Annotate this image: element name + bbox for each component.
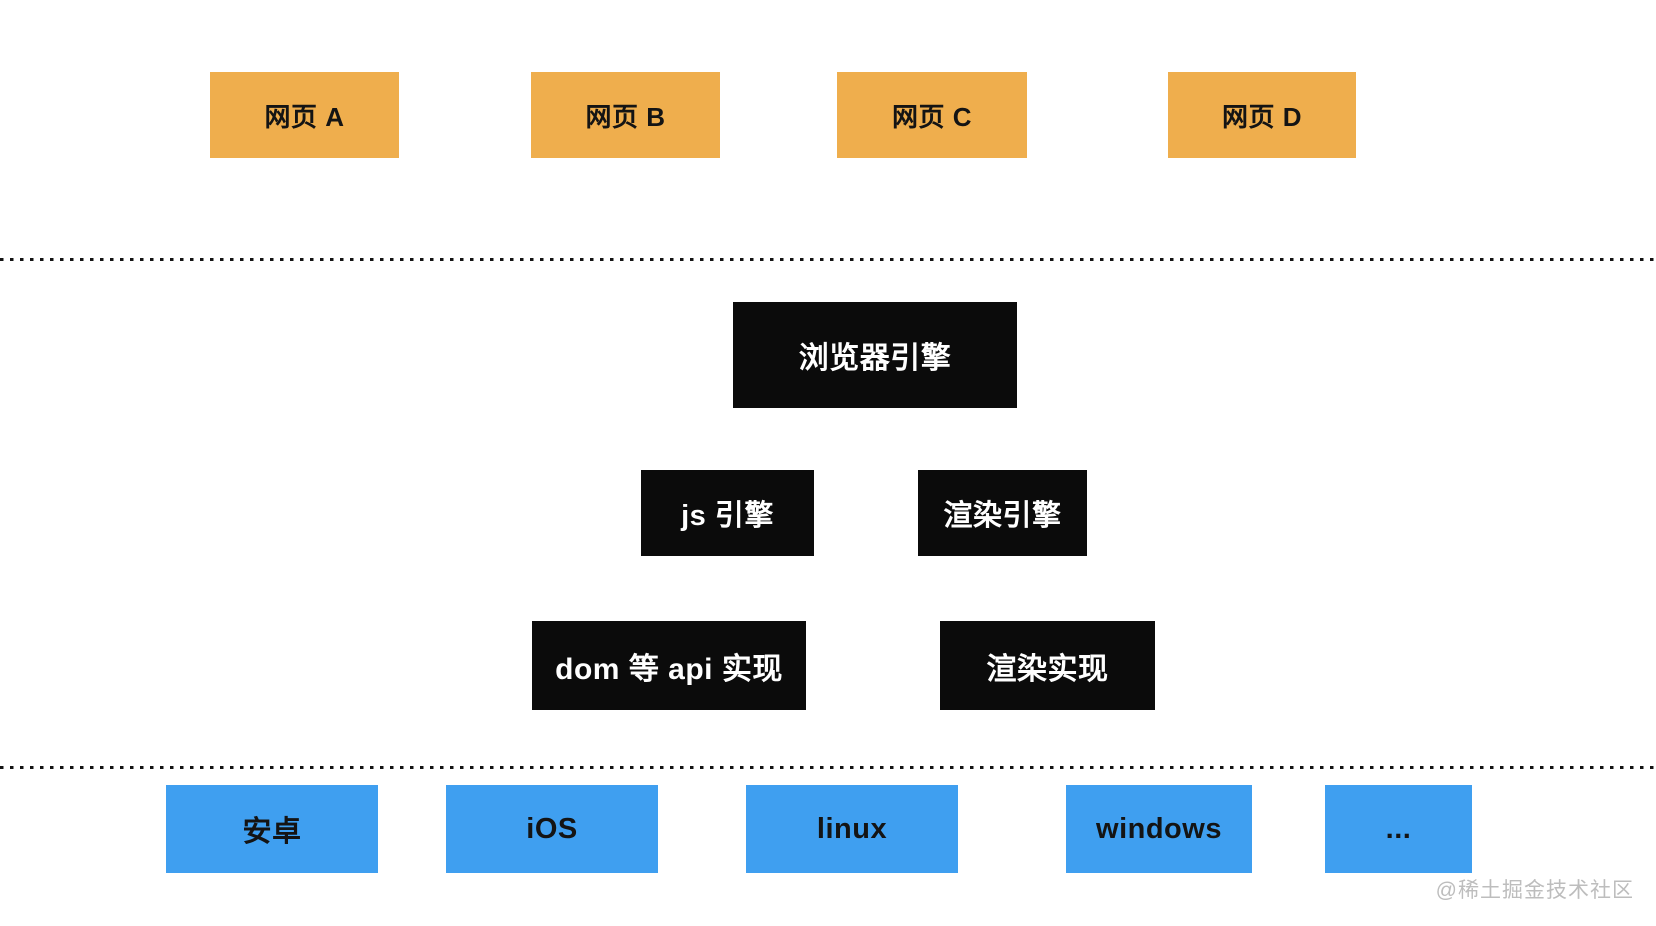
- node-platform-windows: windows: [1066, 785, 1252, 873]
- node-webpage-d: 网页 D: [1168, 72, 1356, 158]
- node-platform-more: ...: [1325, 785, 1472, 873]
- node-platform-android: 安卓: [166, 785, 378, 873]
- watermark-text: @稀土掘金技术社区: [1435, 879, 1634, 902]
- node-dom-api-implementation: dom 等 api 实现: [532, 621, 806, 710]
- node-webpage-a: 网页 A: [210, 72, 399, 158]
- node-browser-engine: 浏览器引擎: [733, 302, 1017, 408]
- node-render-implementation: 渲染实现: [940, 621, 1155, 710]
- node-platform-linux: linux: [746, 785, 958, 873]
- divider-engine-platforms: [0, 766, 1656, 769]
- node-render-engine: 渲染引擎: [918, 470, 1087, 556]
- node-webpage-b: 网页 B: [531, 72, 720, 158]
- divider-webpages-engine: [0, 258, 1656, 261]
- node-webpage-c: 网页 C: [837, 72, 1027, 158]
- node-platform-ios: iOS: [446, 785, 658, 873]
- node-js-engine: js 引擎: [641, 470, 814, 556]
